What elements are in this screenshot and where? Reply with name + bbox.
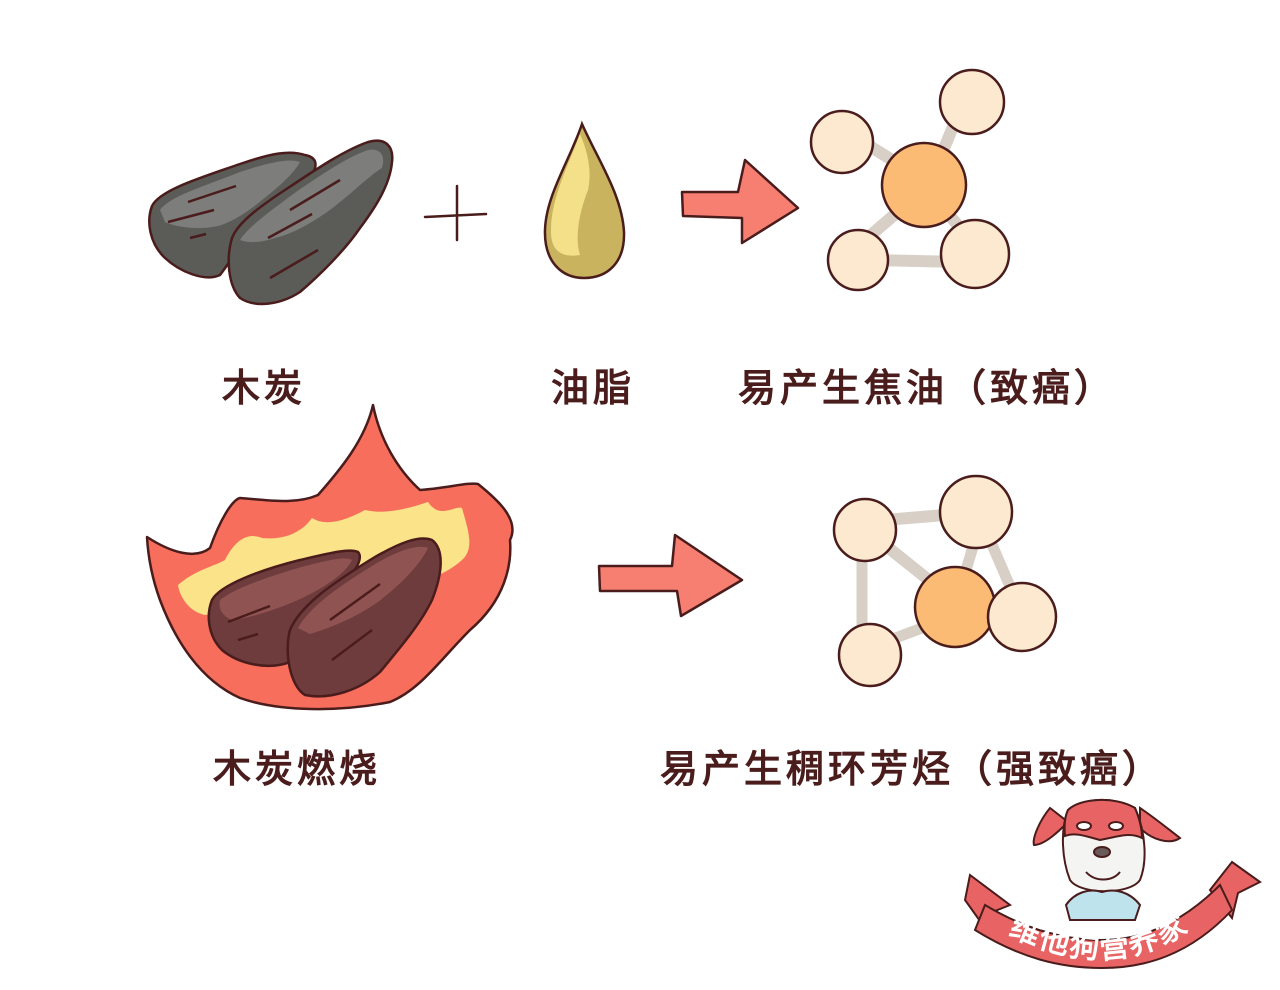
- pah-result-label: 易产生稠环芳烃（强致癌）: [660, 747, 1165, 791]
- charcoal-icon: [148, 139, 394, 306]
- tar-result-label: 易产生焦油（致癌）: [738, 366, 1117, 410]
- dog-mascot-icon: 维他狗营养家: [963, 798, 1262, 970]
- plus-icon: [423, 184, 488, 242]
- fat-label: 油脂: [551, 366, 636, 410]
- molecule-pah-icon: [832, 474, 1058, 688]
- oil-drop-icon: [543, 120, 626, 280]
- arrow-right-icon: [597, 533, 744, 618]
- burning-charcoal-icon: [207, 537, 442, 698]
- arrow-right-icon: [680, 158, 800, 245]
- burning-charcoal-label: 木炭燃烧: [213, 747, 382, 791]
- charcoal-label: 木炭: [222, 366, 307, 410]
- molecule-tar-icon: [809, 68, 1011, 292]
